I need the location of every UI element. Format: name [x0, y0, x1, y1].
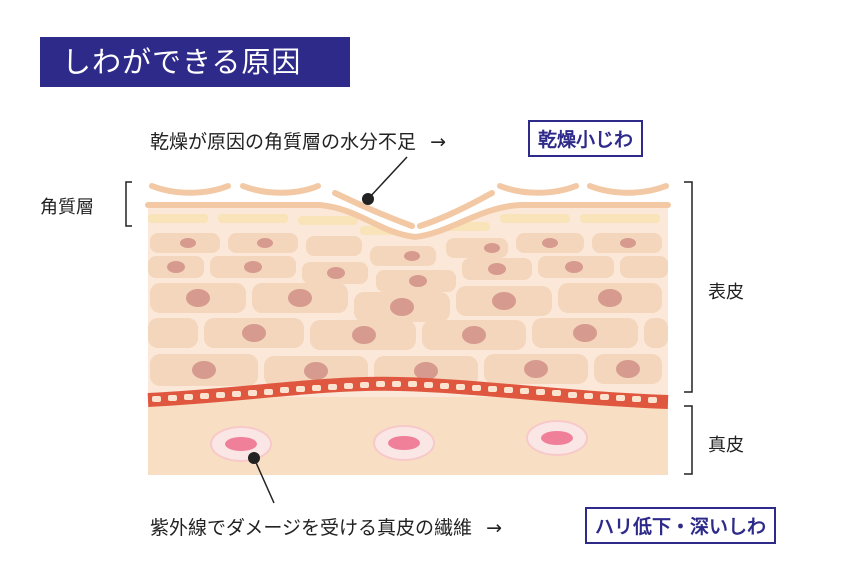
arrow-right-icon: →: [486, 517, 503, 539]
top-caption-text: 乾燥が原因の角質層の水分不足: [150, 131, 417, 153]
layer-brackets: [125, 181, 693, 475]
label-dermis: 真皮: [708, 435, 744, 456]
top-caption: 乾燥が原因の角質層の水分不足 →: [150, 127, 446, 154]
label-epidermis: 表皮: [708, 282, 744, 303]
deep-wrinkle-badge: ハリ低下・深いしわ: [585, 507, 777, 544]
basal-cells: [152, 381, 657, 403]
dry-wrinkle-badge: 乾燥小じわ: [528, 120, 644, 157]
epidermis-layer: [148, 208, 668, 397]
stratum-corneum-flakes: [145, 183, 671, 241]
bottom-caption: 紫外線でダメージを受ける真皮の繊維 →: [150, 513, 502, 540]
label-stratum-corneum: 角質層: [40, 197, 94, 218]
bottom-caption-text: 紫外線でダメージを受ける真皮の繊維: [150, 517, 473, 539]
cell-nuclei: [167, 238, 640, 380]
pointer-lines: [248, 156, 408, 504]
page-title: しわができる原因: [40, 37, 350, 87]
arrow-right-icon: →: [430, 131, 446, 153]
